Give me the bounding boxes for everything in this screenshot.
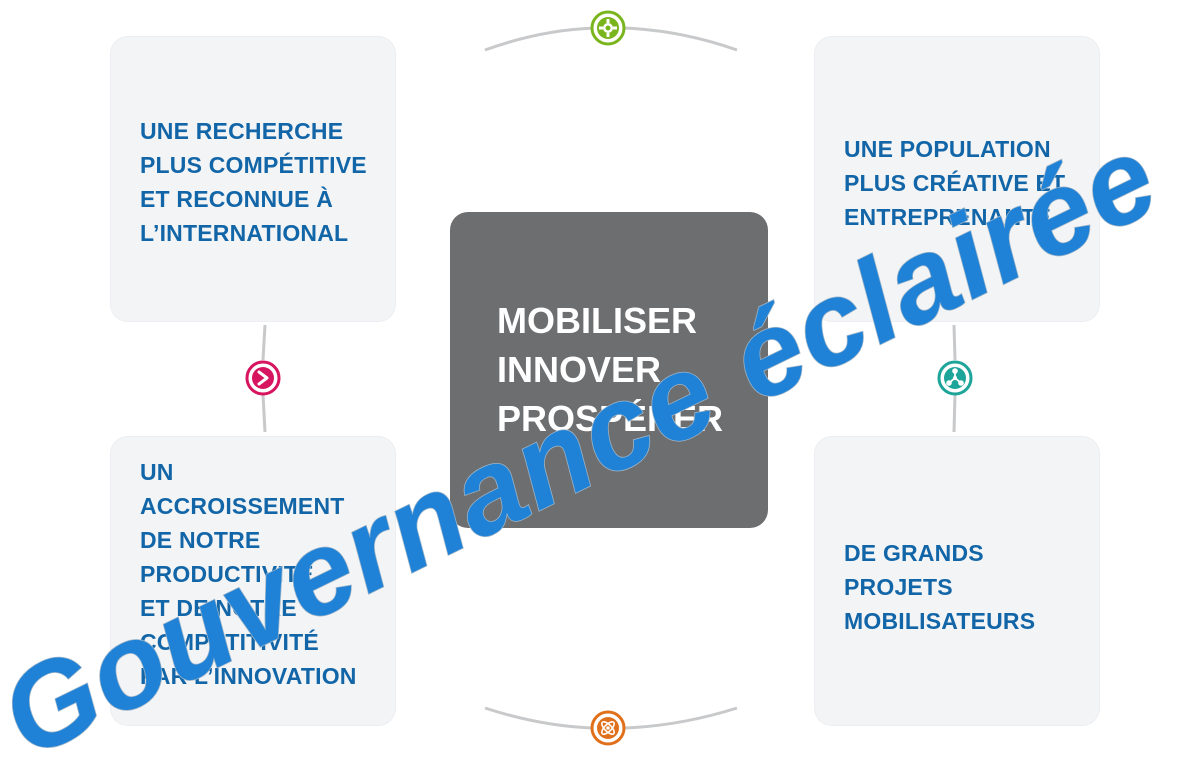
arrow-right-icon xyxy=(245,360,281,396)
center-line-2: INNOVER xyxy=(497,349,662,390)
center-text: MOBILISER INNOVER PROSPÉRER xyxy=(497,296,723,443)
center-line-1: MOBILISER xyxy=(497,300,698,341)
card-bottom-left xyxy=(110,436,396,726)
network-icon xyxy=(937,360,973,396)
card-top-left xyxy=(110,36,396,322)
atom-icon xyxy=(590,710,626,746)
center-line-3: PROSPÉRER xyxy=(497,398,724,439)
card-bottom-right-text: DE GRANDS PROJETS MOBILISATEURS xyxy=(844,540,1036,634)
center-box xyxy=(450,212,768,528)
card-top-left-text: UNE RECHERCHE PLUS COMPÉTITIVE ET RECONN… xyxy=(140,118,367,246)
gear-icon xyxy=(590,10,626,46)
card-bottom-right xyxy=(814,436,1100,726)
card-top-right-text: UNE POPULATION PLUS CRÉATIVE ET ENTREPRE… xyxy=(844,136,1066,230)
card-bottom-left-text: UN ACCROISSEMENT DE NOTRE PRODUCTIVITÉ E… xyxy=(140,459,357,689)
card-top-right xyxy=(814,36,1100,322)
